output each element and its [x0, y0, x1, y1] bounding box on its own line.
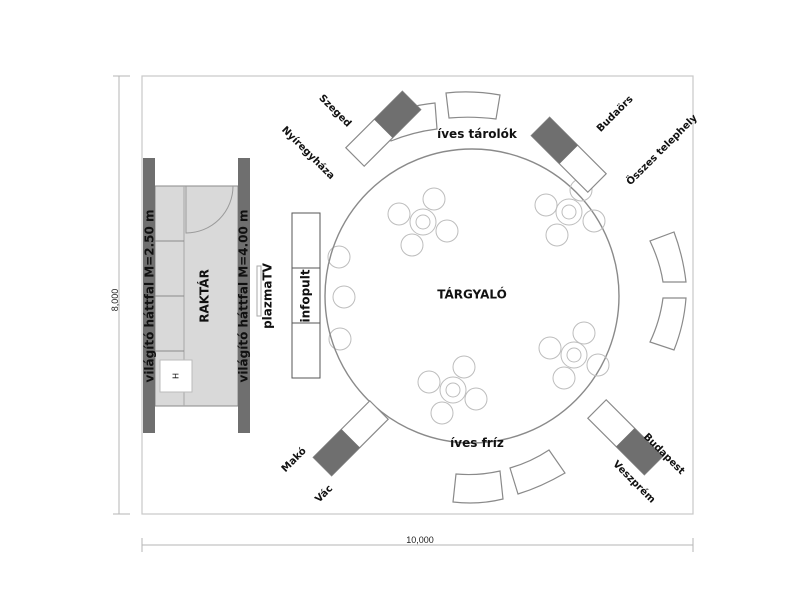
curved-frieze-bottom: íves fríz [450, 436, 566, 504]
kiosk-bottom-left-inner-label: Vác [313, 483, 336, 506]
storage-room-label: RAKTÁR [197, 269, 212, 323]
kiosk-top-right-outer-label: Budaörs [595, 94, 636, 135]
plasma-tv: plazmaTV [256, 262, 275, 329]
info-desk: infopult [291, 212, 321, 379]
table-cluster [417, 355, 488, 425]
chair [332, 285, 356, 309]
kiosk-bottom-right [586, 398, 664, 476]
light-wall-left-label: világító háttfal M=2.50 m [143, 209, 157, 382]
table-cluster [538, 321, 610, 390]
height-dimension-label: 8,000 [110, 289, 120, 312]
hanger-label: H [172, 373, 181, 379]
chair [328, 327, 352, 351]
plasma-tv-label: plazmaTV [261, 262, 275, 329]
storage-room: H RAKTÁR [154, 185, 239, 407]
light-wall-right: világító háttfal M=4.00 m [237, 158, 251, 433]
kiosk-bottom-left-outer-label: Makó [279, 445, 309, 475]
chair [327, 245, 351, 269]
dimension-height: 8,000 [110, 75, 130, 515]
kiosk-top-left [344, 90, 422, 168]
info-desk-label: infopult [299, 269, 313, 322]
width-dimension-label: 10,000 [406, 535, 434, 545]
light-wall-right-label: világító háttfal M=4.00 m [237, 209, 251, 382]
kiosk-top-left-outer-label: Szeged [316, 93, 353, 130]
kiosk-top-right [530, 116, 608, 194]
light-wall-left: világító háttfal M=2.50 m [143, 158, 157, 433]
meeting-area [324, 148, 620, 444]
curved-frieze-label: íves fríz [450, 436, 504, 450]
booth-boundary [141, 75, 694, 515]
table-cluster [387, 187, 459, 257]
kiosk-bottom-left [312, 399, 390, 477]
table-cluster [534, 178, 606, 247]
hanger-box [159, 359, 193, 393]
kiosk-top-left-inner-label: Nyíregyháza [279, 124, 337, 182]
kiosk-top-right-inner-label: Összes telephely [623, 110, 701, 188]
door-swing [185, 185, 234, 234]
dimension-width: 10,000 [141, 535, 694, 552]
meeting-area-label: TÁRGYALÓ [437, 287, 507, 302]
curved-storage-right [649, 231, 687, 351]
curved-storage-top-label: íves tárolók [437, 127, 518, 141]
